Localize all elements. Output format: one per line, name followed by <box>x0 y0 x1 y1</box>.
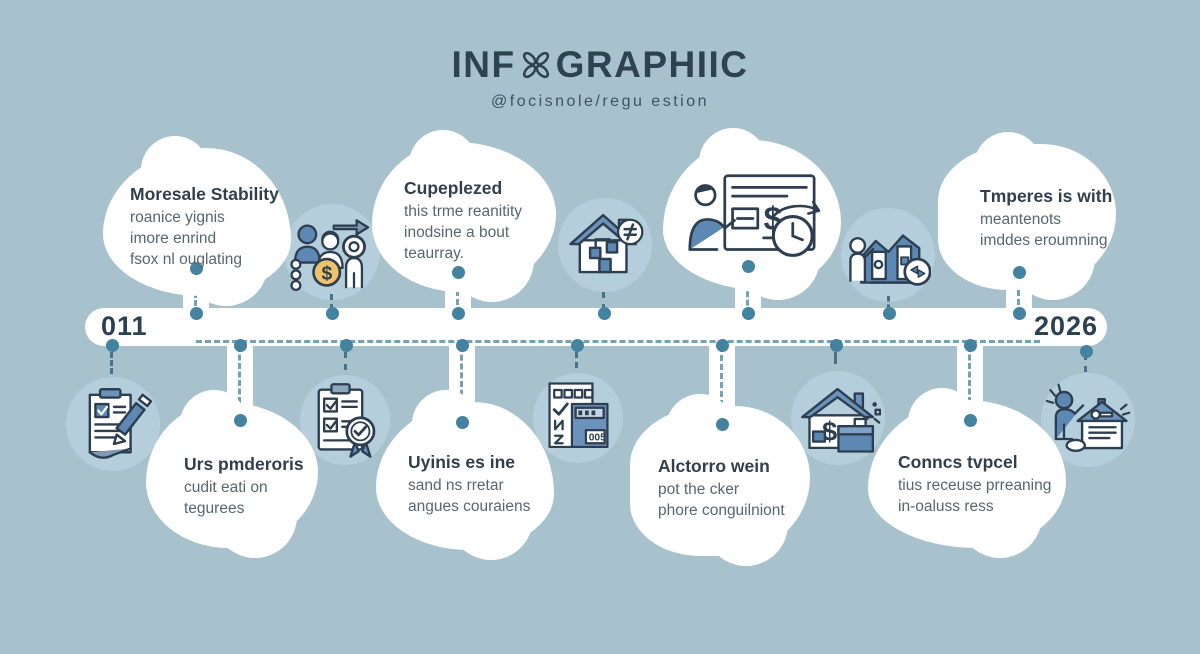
start-year-label: 011 <box>101 311 148 341</box>
svg-text:$: $ <box>321 262 332 284</box>
bubble-title: Moresale Stability <box>130 184 279 204</box>
calculator-form-icon: 005 <box>533 373 623 463</box>
bubble-line: sand ns rretar <box>408 477 504 494</box>
title-right: GRAPHIIC <box>555 44 749 85</box>
connector <box>575 352 578 368</box>
bubble-anchor-dot <box>234 414 247 427</box>
connector <box>330 294 333 310</box>
timeline-dot <box>830 339 843 352</box>
timeline-dot <box>106 339 119 352</box>
top-bubble-2: Cupeplezed this trme reanitity inodsine … <box>372 130 556 302</box>
knot-icon <box>522 51 549 79</box>
timeline-dot <box>340 339 353 352</box>
bubble-title: Uyinis es ine <box>408 452 515 472</box>
bubble-title: Cupeplezed <box>404 178 503 198</box>
subtitle: @focisnole/regu estion <box>491 93 709 110</box>
bubble-line: phore conguilniont <box>658 501 785 519</box>
bubble-anchor-dot <box>190 262 203 275</box>
end-year-label: 2026 <box>1034 311 1099 341</box>
timeline-dot <box>1013 307 1026 320</box>
timeline-dot <box>716 339 729 352</box>
bubble-line: angues couraiens <box>408 497 531 515</box>
connector <box>1084 354 1087 372</box>
connector <box>834 352 837 364</box>
timeline-dot <box>598 307 611 320</box>
timeline-dot <box>883 307 896 320</box>
new-home-celebration-icon <box>1041 373 1135 467</box>
bubble-title: Alctorro wein <box>658 456 770 476</box>
timeline-dashed-line <box>196 340 1040 343</box>
checklist-certificate-icon <box>300 375 390 465</box>
bubble-line: imddes eroumning <box>980 231 1108 249</box>
bubble-line: inodsine a bout <box>404 223 510 241</box>
bubble-line: this trme reanitity <box>404 203 523 220</box>
bubble-line: in-oaluss ress <box>898 497 994 515</box>
bubble-title: Tmperes is with <box>980 186 1113 206</box>
connector <box>344 352 347 370</box>
contract-signing-icon <box>66 377 160 471</box>
bubble-title: Urs pmderoris <box>184 454 304 474</box>
svg-text:005: 005 <box>589 432 606 443</box>
bubble-line: meantenots <box>980 211 1061 228</box>
timeline-dot <box>1080 345 1093 358</box>
bubble-line: pot the cker <box>658 481 739 498</box>
timeline-dot <box>742 307 755 320</box>
bubble-anchor-dot <box>742 260 755 273</box>
connector <box>602 292 605 310</box>
bubble-line: tegurees <box>184 499 245 517</box>
connector <box>887 296 890 310</box>
timeline-dot <box>452 307 465 320</box>
bubble-anchor-dot <box>964 414 977 427</box>
timeline-dot <box>964 339 977 352</box>
timeline-dot <box>234 339 247 352</box>
people-money-icon: $ <box>284 204 380 300</box>
title-left: INF <box>451 44 516 85</box>
timeline-dot <box>571 339 584 352</box>
top-bubble-4: Tmperes is with meantenots imddes eroumn… <box>938 132 1116 300</box>
house-floorplan-icon <box>558 198 652 292</box>
bottom-bubble-2: Uyinis es ine sand ns rretar angues cour… <box>376 390 554 560</box>
market-chart-icon <box>841 208 935 302</box>
connector <box>110 352 113 374</box>
bubble-line: fsox nl ouglating <box>130 250 243 268</box>
bubble-anchor-dot <box>452 266 465 279</box>
timeline-bar <box>85 308 1107 346</box>
bubble-line: roanice yignis <box>130 209 225 226</box>
page-title: INF GRAPHIIC <box>0 44 1200 86</box>
timeline-dot <box>190 307 203 320</box>
bottom-bubble-4: Conncs tvpcel tius receuse prreaning in-… <box>868 388 1066 558</box>
bubble-line: imore enrind <box>130 229 217 247</box>
presentation-money-time-icon: $ <box>688 174 821 257</box>
bubble-anchor-dot <box>456 416 469 429</box>
timeline-dot <box>326 307 339 320</box>
bubble-line: teaurray. <box>404 244 465 262</box>
timeline-dot <box>456 339 469 352</box>
bubble-anchor-dot <box>716 418 729 431</box>
bottom-bubble-1: Urs pmderoris cudit eati on tegurees <box>146 390 318 558</box>
bubble-line: tius receuse prreaning <box>898 477 1052 494</box>
house-payment-icon: $ <box>791 371 885 465</box>
top-bubble-3: $ <box>663 128 841 300</box>
header: INF GRAPHIIC @focisnole/regu estion <box>0 44 1200 111</box>
bubble-title: Conncs tvpcel <box>898 452 1018 472</box>
bubble-anchor-dot <box>1013 266 1026 279</box>
bottom-bubble-3: Alctorro wein pot the cker phore conguil… <box>630 394 810 566</box>
bubble-line: cudit eati on <box>184 479 268 496</box>
